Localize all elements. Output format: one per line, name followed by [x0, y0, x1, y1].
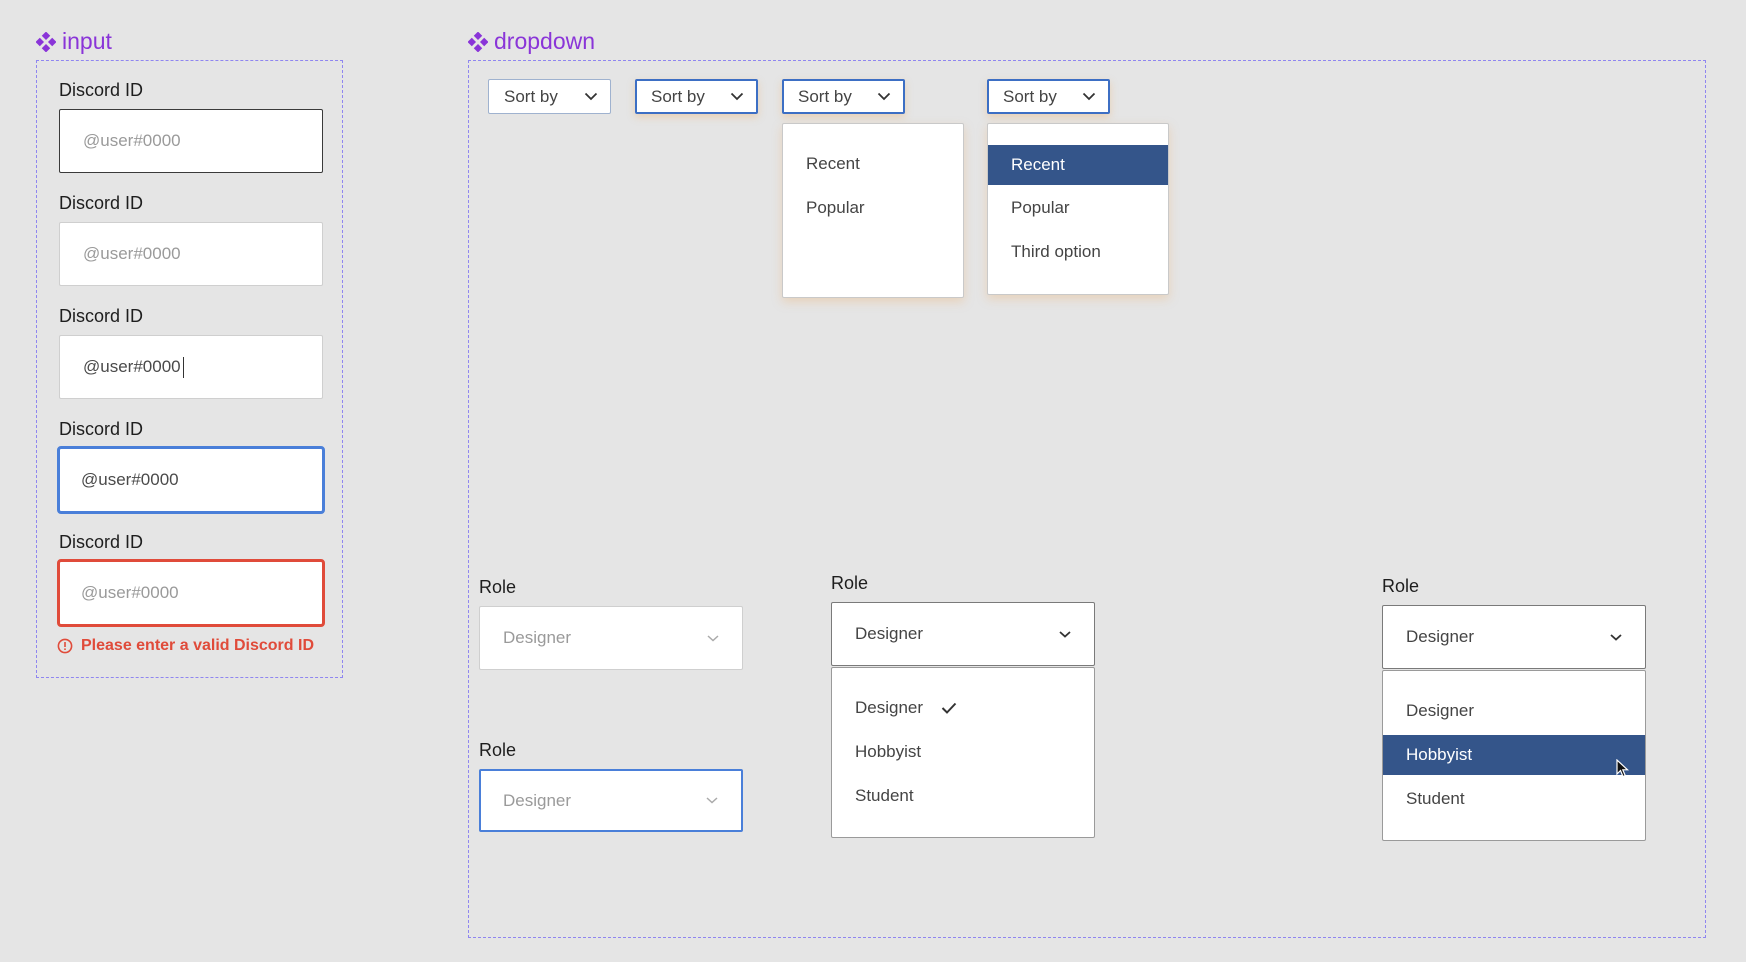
- sort-by-dropdown-open[interactable]: Sort by: [782, 79, 905, 114]
- menu-item-popular[interactable]: Popular: [1011, 198, 1070, 217]
- sort-label: Sort by: [798, 86, 852, 106]
- option-text: Student: [1406, 789, 1465, 808]
- error-icon: [57, 638, 73, 654]
- option-text: Hobbyist: [1406, 745, 1473, 764]
- chevron-down-icon: [1610, 633, 1622, 641]
- input-value: @user#0000: [81, 470, 179, 489]
- component-icon: [36, 31, 56, 52]
- chevron-down-icon: [584, 92, 598, 101]
- menu-item-recent-selected[interactable]: Recent: [988, 145, 1168, 185]
- discord-id-input-default[interactable]: @user#0000: [59, 109, 323, 173]
- role-dropdown-open-hover[interactable]: Designer: [1382, 605, 1646, 669]
- chevron-down-icon: [707, 634, 719, 642]
- role-option-student[interactable]: Student: [1383, 779, 1645, 819]
- chevron-down-icon: [730, 92, 744, 101]
- sort-by-dropdown-open-selected[interactable]: Sort by: [987, 79, 1110, 114]
- section-title-text: dropdown: [494, 28, 596, 54]
- role-dropdown-focused[interactable]: Designer: [479, 769, 743, 832]
- menu-item-popular[interactable]: Popular: [806, 198, 865, 217]
- chevron-down-icon: [706, 797, 718, 804]
- dropdown-section-title: dropdown: [468, 28, 595, 55]
- option-text: Designer: [855, 698, 924, 717]
- role-option-student[interactable]: Student: [832, 776, 1094, 816]
- role-option-hobbyist[interactable]: Hobbyist: [832, 732, 1094, 772]
- discord-id-input-focused[interactable]: @user#0000: [57, 446, 325, 514]
- input-placeholder: @user#0000: [83, 244, 181, 263]
- sort-label: Sort by: [651, 86, 705, 106]
- sort-by-dropdown-hover[interactable]: Sort by: [635, 79, 758, 114]
- role-menu: Designer Hobbyist Student: [831, 667, 1095, 838]
- error-text: Please enter a valid Discord ID: [81, 637, 314, 654]
- role-value: Designer: [855, 624, 924, 643]
- input-value: @user#0000: [83, 357, 181, 376]
- input-placeholder: @user#0000: [81, 583, 179, 602]
- role-label: Role: [479, 740, 517, 760]
- error-message: Please enter a valid Discord ID: [57, 637, 314, 655]
- role-label: Role: [831, 573, 869, 593]
- sort-label: Sort by: [1003, 86, 1057, 106]
- check-icon: [941, 702, 957, 714]
- option-text: Designer: [1406, 701, 1475, 720]
- text-caret: [182, 356, 185, 378]
- field-label: Discord ID: [59, 532, 144, 552]
- section-title-text: input: [62, 28, 112, 54]
- option-text: Student: [855, 786, 914, 805]
- input-frame: [36, 60, 343, 678]
- role-dropdown-open[interactable]: Designer: [831, 602, 1095, 666]
- role-option-designer[interactable]: Designer: [832, 688, 1094, 728]
- chevron-down-icon: [877, 92, 891, 101]
- role-option-hobbyist-hovered[interactable]: Hobbyist: [1383, 735, 1645, 775]
- discord-id-input-error[interactable]: @user#0000: [57, 559, 325, 627]
- input-placeholder: @user#0000: [83, 131, 181, 150]
- input-section-title: input: [36, 28, 112, 55]
- chevron-down-icon: [1082, 92, 1096, 101]
- field-label: Discord ID: [59, 80, 144, 100]
- field-label: Discord ID: [59, 306, 144, 326]
- role-dropdown-default[interactable]: Designer: [479, 606, 743, 670]
- role-label: Role: [1382, 576, 1420, 596]
- dropdown-frame: [468, 60, 1706, 938]
- chevron-down-icon: [1059, 630, 1071, 638]
- role-label: Role: [479, 577, 517, 597]
- role-value: Designer: [503, 628, 572, 647]
- option-text: Hobbyist: [855, 742, 922, 761]
- role-value: Designer: [1406, 627, 1475, 646]
- sort-menu-selected: Recent Popular Third option: [987, 123, 1169, 295]
- role-option-designer[interactable]: Designer: [1383, 691, 1645, 731]
- role-menu-hover: Designer Hobbyist Student: [1382, 670, 1646, 841]
- discord-id-input-light[interactable]: @user#0000: [59, 222, 323, 286]
- component-icon: [468, 31, 488, 52]
- sort-by-dropdown-default[interactable]: Sort by: [488, 79, 611, 114]
- sort-label: Sort by: [504, 86, 558, 106]
- field-label: Discord ID: [59, 193, 144, 213]
- discord-id-input-typing[interactable]: @user#0000: [59, 335, 323, 399]
- cursor-icon: [1616, 759, 1630, 778]
- field-label: Discord ID: [59, 419, 144, 439]
- sort-menu: Recent Popular: [782, 123, 964, 298]
- role-value: Designer: [503, 790, 572, 810]
- menu-item-recent[interactable]: Recent: [806, 154, 860, 173]
- menu-item-third-option[interactable]: Third option: [1011, 242, 1101, 261]
